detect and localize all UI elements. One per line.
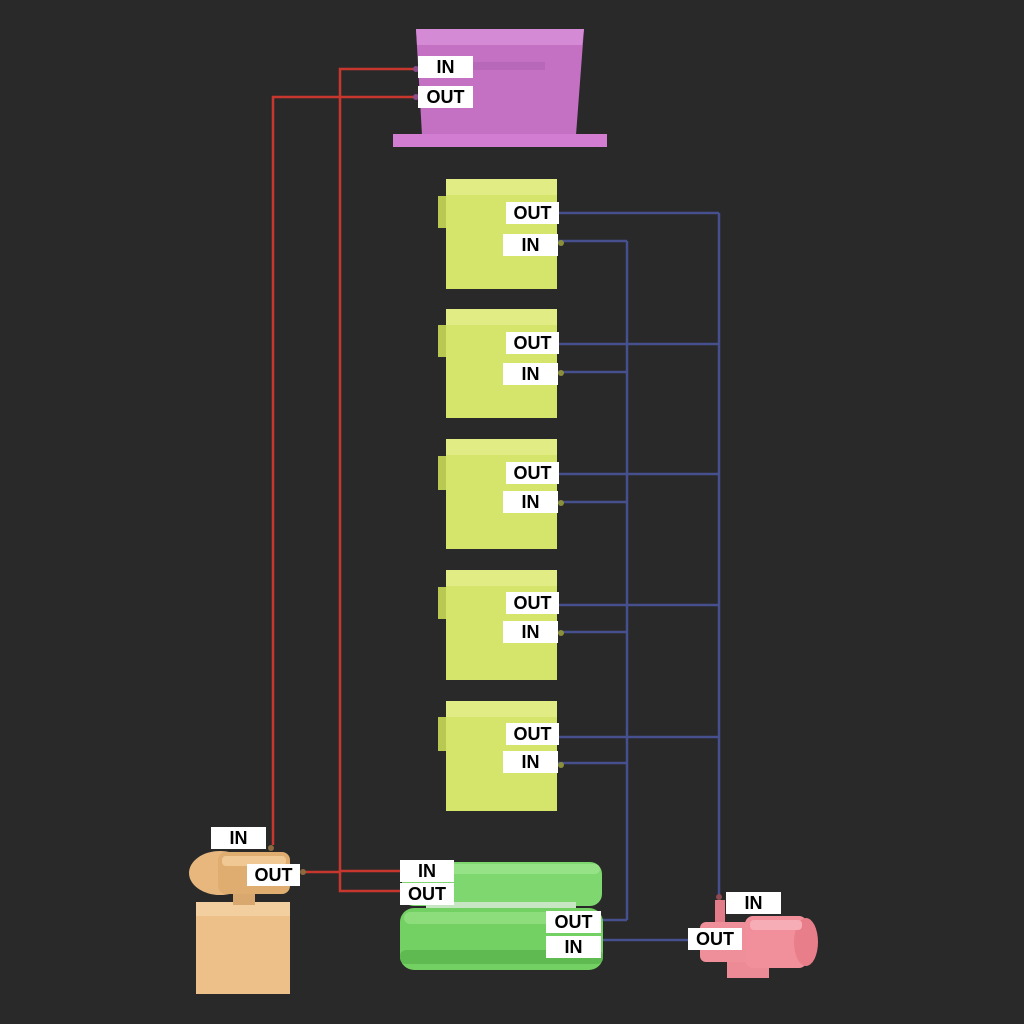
unit2-out-label: OUT <box>506 332 559 354</box>
left-pump <box>189 845 306 994</box>
unit3-out-label: OUT <box>506 462 559 484</box>
unit5-in-label: IN <box>503 751 558 773</box>
blue-pipe-network <box>557 211 721 942</box>
red-pipe-network <box>271 67 418 893</box>
unit3-in-label: IN <box>503 491 558 513</box>
tank-out-label: OUT <box>418 86 473 108</box>
left-pump-in-label: IN <box>211 827 266 849</box>
condenser-top-in-label: IN <box>400 860 454 882</box>
unit1-out-label: OUT <box>506 202 559 224</box>
unit2-in-label: IN <box>503 363 558 385</box>
right-pump-out-label: OUT <box>688 928 742 950</box>
red-pipe-tank-out <box>271 95 418 845</box>
unit-5 <box>438 701 564 811</box>
hopper-tank <box>393 29 607 147</box>
right-pump-in-label: IN <box>726 892 781 914</box>
red-pipe-condenser-out <box>338 872 402 893</box>
unit1-in-label: IN <box>503 234 558 256</box>
condenser-bottom-out-label: OUT <box>546 911 601 933</box>
unit-3 <box>438 439 564 549</box>
condenser-bottom-in-label: IN <box>546 936 601 958</box>
tank-in-label: IN <box>418 56 473 78</box>
left-pump-out-label: OUT <box>247 864 300 886</box>
unit4-out-label: OUT <box>506 592 559 614</box>
red-pipe-tank-in <box>338 67 418 873</box>
condenser-top-out-label: OUT <box>400 883 454 905</box>
unit5-out-label: OUT <box>506 723 559 745</box>
unit4-in-label: IN <box>503 621 558 643</box>
unit-1 <box>438 179 564 289</box>
